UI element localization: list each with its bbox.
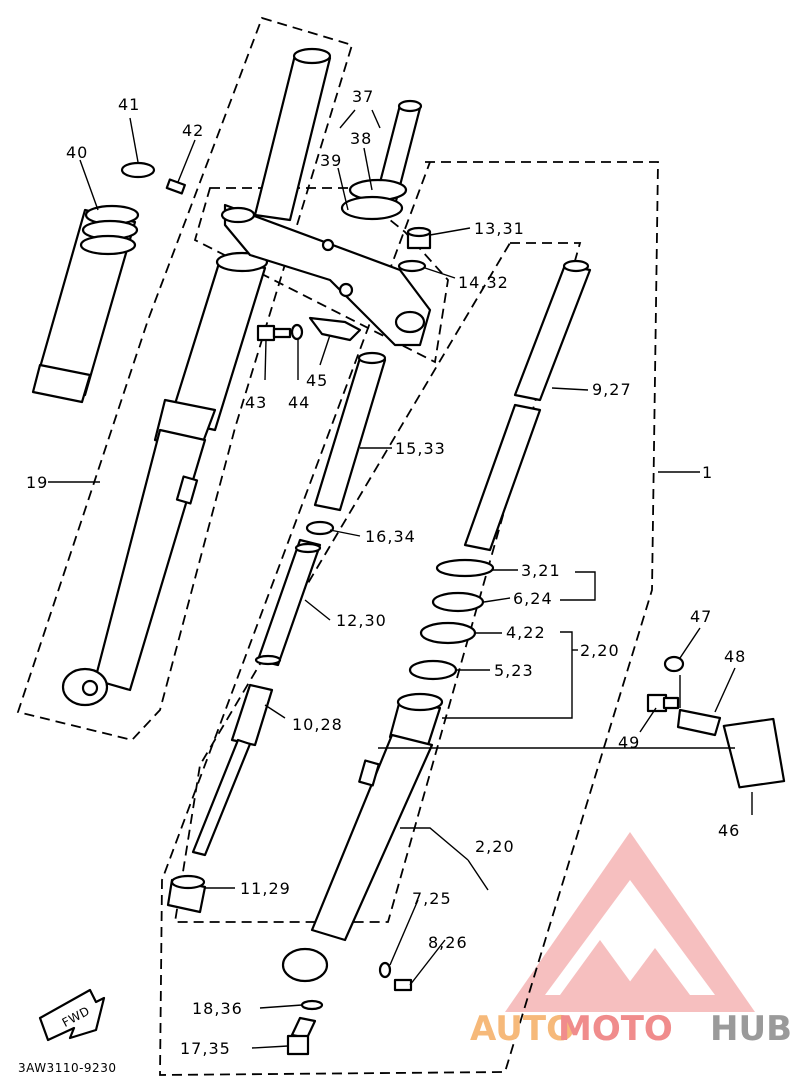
bracket-48 [676, 708, 722, 737]
callout-12-30: 12,30 [336, 611, 387, 630]
callout-48: 48 [724, 647, 746, 666]
callout-37: 37 [352, 87, 374, 106]
circlip-3 [435, 558, 495, 578]
oil-lock-piece-11 [166, 874, 207, 914]
watermark-auto: AUTO [470, 1009, 575, 1049]
callout-18-36: 18,36 [192, 999, 243, 1018]
callout-15-33: 15,33 [395, 439, 446, 458]
callout-2-20-lower: 2,20 [475, 837, 515, 856]
screw-42 [165, 178, 186, 195]
callout-47: 47 [690, 607, 712, 626]
clip-41 [120, 161, 156, 179]
fork-boot-40 [31, 204, 140, 404]
callout-5-23: 5,23 [494, 661, 534, 680]
dust-seal-6 [431, 591, 485, 613]
callout-49: 49 [618, 733, 640, 752]
watermark-hub: HUB [710, 1009, 792, 1049]
bolt-43 [256, 324, 292, 342]
callout-8-26: 8,26 [428, 933, 468, 952]
callout-13-31: 13,31 [474, 219, 525, 238]
callout-6-24: 6,24 [513, 589, 553, 608]
bolt-17 [286, 1016, 317, 1056]
callout-42: 42 [182, 121, 204, 140]
callout-43: 43 [245, 393, 267, 412]
bolt-8 [393, 978, 413, 992]
callout-44: 44 [288, 393, 310, 412]
callout-39: 39 [320, 151, 342, 170]
callout-16-34: 16,34 [365, 527, 416, 546]
callout-41: 41 [118, 95, 140, 114]
callout-14-32: 14,32 [458, 273, 509, 292]
under-bracket-37 [220, 99, 432, 347]
outer-tube-2 [281, 692, 444, 983]
cap-bolt-13 [406, 226, 432, 250]
callout-38: 38 [350, 129, 372, 148]
washer-44 [290, 323, 304, 341]
bolt-49 [646, 693, 680, 713]
seat-16 [305, 520, 335, 536]
washer-7 [378, 961, 392, 979]
washer-18 [300, 999, 324, 1011]
callout-46: 46 [718, 821, 740, 840]
watermark-logo [505, 832, 755, 1012]
o-ring-14 [397, 259, 427, 273]
watermark-text: AUTO MOTO HUB [470, 1009, 792, 1049]
callout-3-21: 3,21 [521, 561, 561, 580]
callout-11-29: 11,29 [240, 879, 291, 898]
leader-lines [48, 109, 753, 1049]
callout-4-22: 4,22 [506, 623, 546, 642]
callout-9-27: 9,27 [592, 380, 632, 399]
spring-12 [254, 538, 322, 667]
callout-7-25: 7,25 [412, 889, 452, 908]
oil-seal-4 [419, 621, 477, 645]
watermark-moto: MOTO [558, 1009, 673, 1049]
fork-assembly-19 [61, 47, 332, 707]
callout-1: 1 [702, 463, 713, 482]
fwd-arrow-icon: FWD [38, 988, 106, 1042]
bracket-45 [308, 316, 362, 342]
callout-2-20-upper: 2,20 [580, 641, 620, 660]
inner-tube-9 [463, 259, 592, 552]
group-outline-inner [173, 242, 582, 923]
callout-19: 19 [26, 473, 48, 492]
callout-17-35: 17,35 [180, 1039, 231, 1058]
group-outline-19 [16, 16, 354, 741]
washer-5 [408, 659, 458, 681]
diagram-code: 3AW3110-9230 [18, 1061, 116, 1075]
group-outline-bracket [193, 187, 449, 364]
spring-10 [191, 683, 274, 857]
reflector-46 [722, 717, 786, 789]
callout-45: 45 [306, 371, 328, 390]
nut-47 [663, 655, 685, 673]
callout-10-28: 10,28 [292, 715, 343, 734]
callout-40: 40 [66, 143, 88, 162]
callout-labels: 41 40 42 19 37 38 39 13,31 14,32 43 44 4… [26, 87, 746, 1058]
damper-rod-15 [313, 351, 387, 512]
